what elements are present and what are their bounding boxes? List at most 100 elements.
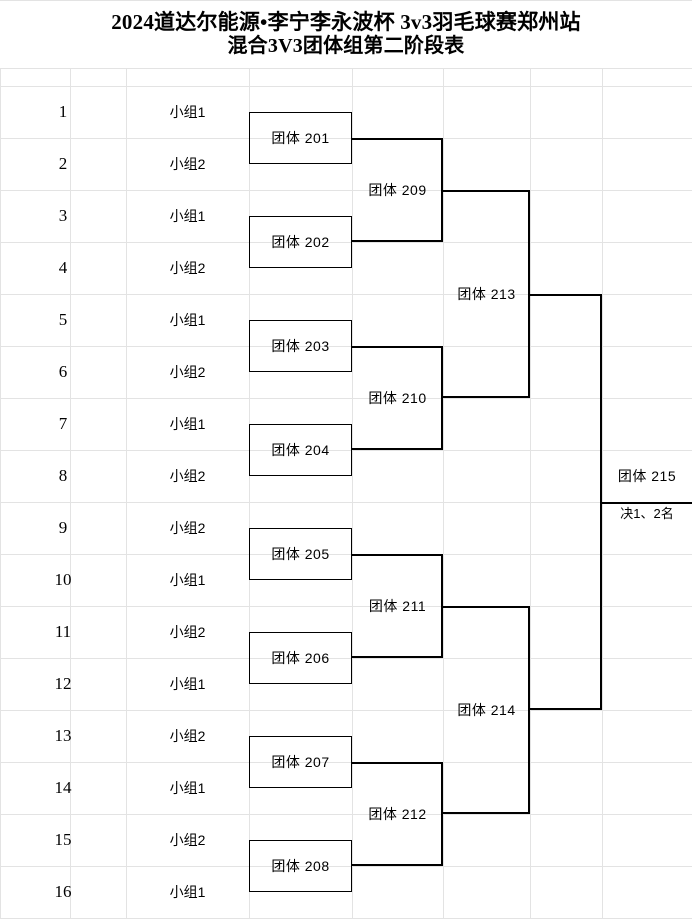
champion-exit-line	[602, 502, 692, 504]
match-connector-round2[interactable]: 团体 212	[352, 762, 443, 866]
grid-line	[0, 138, 692, 139]
match-box-round1[interactable]: 团体 206	[249, 632, 352, 684]
seed-number: 16	[54, 882, 72, 901]
seed-number: 5	[58, 310, 68, 329]
match-connector-round2[interactable]: 团体 211	[352, 554, 443, 658]
grid-line	[0, 294, 692, 295]
group-label: 小组2	[169, 624, 206, 640]
grid-line	[0, 0, 692, 1]
match-connector-round2[interactable]: 团体 210	[352, 346, 443, 450]
group-label: 小组1	[169, 416, 206, 432]
connector-vertical-line	[528, 606, 530, 814]
grid-line	[0, 658, 692, 659]
match-label: 团体 212	[368, 806, 427, 822]
grid-line	[249, 68, 250, 918]
grid-line	[0, 346, 692, 347]
grid-line	[0, 814, 692, 815]
match-box-round1[interactable]: 团体 204	[249, 424, 352, 476]
match-connector-round2[interactable]: 团体 209	[352, 138, 443, 242]
seed-number: 1	[58, 102, 68, 121]
grid-line	[0, 68, 1, 918]
grid-line	[0, 710, 692, 711]
grid-line	[0, 68, 692, 69]
grid-line	[0, 398, 692, 399]
match-box-round1[interactable]: 团体 207	[249, 736, 352, 788]
seed-number: 7	[58, 414, 68, 433]
connector-top-line	[352, 554, 443, 556]
grid-line	[530, 68, 531, 918]
grid-line	[0, 86, 692, 87]
grid-line	[0, 502, 692, 503]
seed-number: 9	[58, 518, 68, 537]
group-label: 小组2	[169, 468, 206, 484]
grid-line	[0, 554, 692, 555]
group-label: 小组2	[169, 520, 206, 536]
seed-number: 3	[58, 206, 68, 225]
group-label: 小组2	[169, 364, 206, 380]
connector-top-line	[352, 762, 443, 764]
seed-number: 6	[58, 362, 68, 381]
match-box-round1[interactable]: 团体 201	[249, 112, 352, 164]
match-label: 团体 213	[457, 286, 516, 302]
grid-line	[443, 68, 444, 918]
seed-number: 15	[54, 830, 72, 849]
seed-number: 10	[54, 570, 72, 589]
seed-number: 4	[58, 258, 68, 277]
match-connector-round3[interactable]: 团体 214	[443, 606, 530, 814]
group-label: 小组2	[169, 260, 206, 276]
connector-bottom-line	[352, 240, 443, 242]
final-match-note: 决1、2名	[620, 505, 674, 521]
seed-number: 12	[54, 674, 72, 693]
grid-line	[602, 68, 603, 918]
match-connector-round3[interactable]: 团体 213	[443, 190, 530, 398]
group-label: 小组2	[169, 728, 206, 744]
connector-bottom-line	[443, 396, 530, 398]
match-label: 团体 214	[457, 702, 516, 718]
seed-number: 14	[54, 778, 72, 797]
grid-line	[0, 606, 692, 607]
connector-top-line	[530, 294, 602, 296]
match-box-round1[interactable]: 团体 202	[249, 216, 352, 268]
connector-vertical-line	[441, 762, 443, 866]
connector-top-line	[352, 346, 443, 348]
group-label: 小组1	[169, 208, 206, 224]
match-box-round1[interactable]: 团体 205	[249, 528, 352, 580]
match-box-round1[interactable]: 团体 203	[249, 320, 352, 372]
group-label: 小组2	[169, 156, 206, 172]
grid-line	[0, 242, 692, 243]
match-box-round1[interactable]: 团体 208	[249, 840, 352, 892]
match-label: 团体 209	[368, 182, 427, 198]
seed-number: 13	[54, 726, 72, 745]
grid-line	[0, 762, 692, 763]
match-label: 团体 210	[368, 390, 427, 406]
grid-line	[0, 866, 692, 867]
grid-line	[70, 68, 71, 918]
group-label: 小组1	[169, 780, 206, 796]
group-label: 小组1	[169, 676, 206, 692]
match-label: 团体 211	[368, 598, 427, 614]
seed-number: 11	[54, 622, 72, 641]
group-label: 小组2	[169, 832, 206, 848]
connector-top-line	[443, 190, 530, 192]
connector-bottom-line	[443, 812, 530, 814]
grid-line	[0, 190, 692, 191]
connector-vertical-line	[441, 554, 443, 658]
group-label: 小组1	[169, 104, 206, 120]
page-title: 2024道达尔能源•李宁李永波杯 3v3羽毛球赛郑州站 混合3V3团体组第二阶段…	[0, 0, 692, 68]
group-label: 小组1	[169, 572, 206, 588]
title-line-2: 混合3V3团体组第二阶段表	[227, 34, 465, 57]
connector-bottom-line	[352, 864, 443, 866]
connector-top-line	[352, 138, 443, 140]
grid-line	[352, 68, 353, 918]
grid-line	[0, 450, 692, 451]
group-label: 小组1	[169, 884, 206, 900]
connector-bottom-line	[352, 448, 443, 450]
match-connector-final[interactable]	[530, 294, 602, 710]
final-match-label[interactable]: 团体 215	[617, 468, 677, 484]
connector-bottom-line	[530, 708, 602, 710]
connector-vertical-line	[441, 138, 443, 242]
grid-line	[126, 68, 127, 918]
title-line-1: 2024道达尔能源•李宁李永波杯 3v3羽毛球赛郑州站	[111, 9, 581, 34]
group-label: 小组1	[169, 312, 206, 328]
